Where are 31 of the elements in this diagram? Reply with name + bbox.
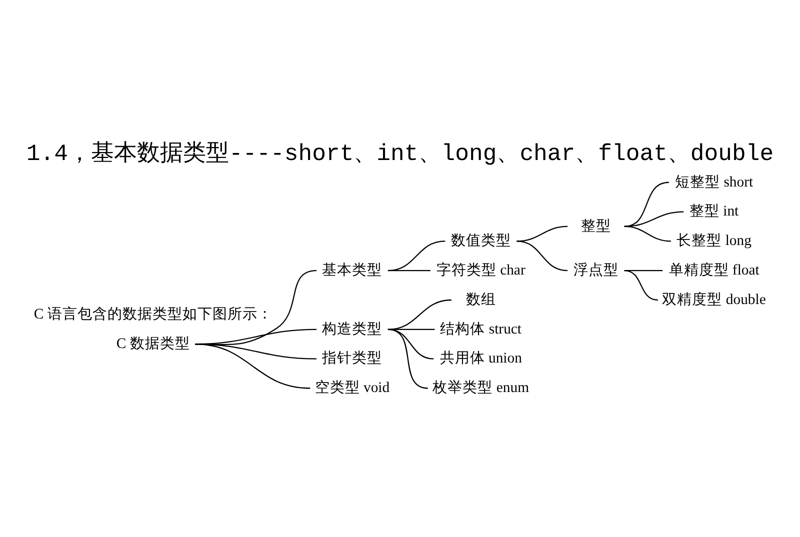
node-text: 单精度型 float (668, 262, 760, 278)
node-text: 整型 int (689, 204, 739, 220)
connector (516, 240, 568, 272)
node-text: 枚举类型 enum (432, 380, 530, 396)
node-text: 基本类型 (322, 262, 382, 278)
node-text: C 数据类型 (116, 336, 190, 352)
label: C 语言包含的数据类型如下图所示： (34, 306, 272, 323)
node-text: 共用体 union (440, 350, 522, 367)
node-text: 长整型 long (676, 233, 752, 250)
node-text: 数值类型 (450, 233, 511, 250)
node-text: 浮点型 (573, 262, 618, 278)
node-text: 构造类型 (322, 321, 382, 338)
connector (388, 299, 452, 330)
node-text: 双精度型 double (662, 292, 766, 308)
node-text: 短整型 short (675, 174, 754, 190)
diagram-title: 1.4，基本数据类型----short、int、long、char、float、double (26, 140, 774, 167)
node-text: 指针类型 (322, 350, 382, 367)
connector (624, 270, 658, 301)
connector (624, 270, 663, 272)
node-text: 整型 (580, 218, 611, 234)
node-text: 字符类型 char (436, 262, 526, 278)
connector (388, 270, 430, 272)
connector (388, 328, 428, 389)
connector (516, 226, 568, 242)
connector (624, 226, 672, 242)
connector (195, 344, 310, 389)
connector (624, 182, 669, 228)
connector (388, 240, 446, 272)
node-text: 结构体 struct (440, 321, 522, 338)
node-text: 数组 (466, 292, 496, 308)
node-text: 空类型 void (314, 380, 390, 396)
